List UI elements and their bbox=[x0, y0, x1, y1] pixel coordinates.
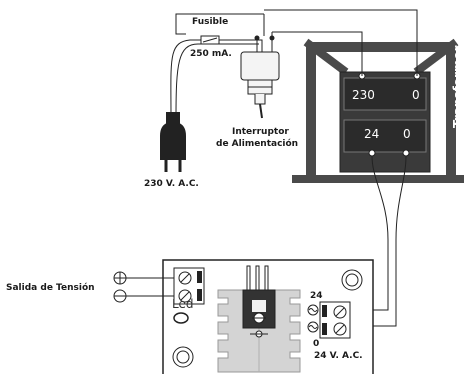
input-terminal-block bbox=[319, 301, 351, 339]
output-terminal-block bbox=[173, 267, 205, 305]
primary-230-label: 230 bbox=[352, 88, 375, 102]
output-positive-symbol bbox=[113, 271, 127, 285]
transformer-secondary-winding bbox=[343, 119, 427, 153]
switch-label-line1: Interruptor bbox=[232, 127, 289, 137]
secondary-0-label: 0 bbox=[403, 127, 411, 141]
ac-symbol-24 bbox=[307, 304, 319, 316]
transformer-bracket bbox=[292, 38, 464, 183]
output-leads bbox=[113, 271, 174, 303]
transformer-primary-winding bbox=[343, 77, 427, 111]
led bbox=[173, 312, 189, 324]
power-switch bbox=[240, 35, 280, 119]
output-negative-symbol bbox=[113, 289, 127, 303]
primary-0-label: 0 bbox=[412, 88, 420, 102]
mains-plug bbox=[160, 112, 186, 172]
input-vac-label: 24 V. A.C. bbox=[314, 351, 363, 361]
mains-wiring bbox=[170, 9, 418, 119]
secondary-0-lug bbox=[402, 149, 410, 157]
input-24-label: 24 bbox=[310, 291, 323, 301]
switch-label-line2: de Alimentación bbox=[216, 138, 298, 149]
output-voltage-label: Salida de Tensión bbox=[6, 282, 95, 293]
transformer-label: Transformer bbox=[451, 45, 465, 128]
voltage-regulator bbox=[242, 265, 276, 329]
ac-symbol-0 bbox=[307, 321, 319, 333]
fuse-rating-label: 250 mA. bbox=[190, 49, 232, 59]
led-label: Led bbox=[172, 297, 193, 311]
heatsink bbox=[217, 289, 301, 373]
circuit-board: Led 24 0 24 V. A.C. bbox=[162, 259, 374, 374]
transformer: 230 0 24 0 Transformer bbox=[292, 38, 465, 183]
fuse-label: Fusible bbox=[192, 17, 228, 27]
mounting-hole-bottom-left bbox=[172, 346, 194, 368]
fuse bbox=[200, 35, 220, 45]
secondary-24-label: 24 bbox=[364, 127, 379, 141]
secondary-wiring bbox=[340, 155, 407, 327]
input-0-label: 0 bbox=[313, 339, 319, 349]
mounting-hole-top-right bbox=[341, 269, 363, 291]
mains-voltage-label: 230 V. A.C. bbox=[144, 179, 199, 189]
secondary-24-lug bbox=[368, 149, 376, 157]
